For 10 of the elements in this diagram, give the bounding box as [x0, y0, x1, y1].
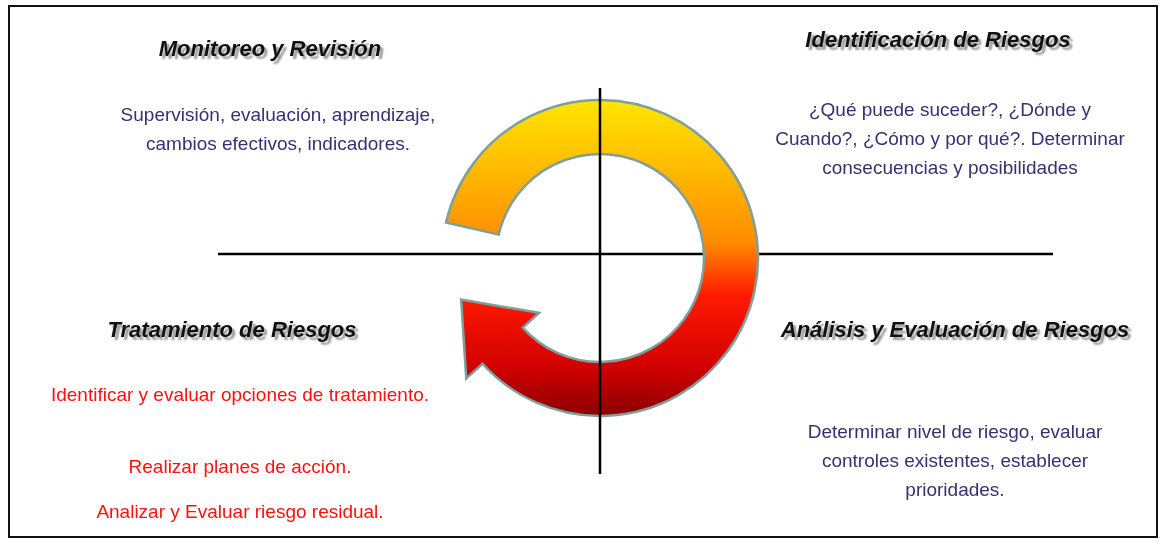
quadrant-heading: Tratamiento de Riesgos: [106, 316, 358, 344]
quadrant-heading: Identificación de Riesgos: [804, 26, 1072, 54]
quadrant-description: Determinar nivel de riesgo, evaluar controles existentes, establecer prioridades.: [806, 420, 1104, 502]
quadrant-description: Realizar planes de acción.: [127, 455, 353, 479]
quadrant-description: Analizar y Evaluar riesgo residual.: [95, 500, 385, 524]
quadrant-description: Identificar y evaluar opciones de tratamiento.: [50, 383, 430, 407]
quadrant-description: Supervisión, evaluación, aprendizaje, cambios efectivos, indicadores.: [119, 103, 437, 156]
quadrant-description: ¿Qué puede suceder?, ¿Dónde y Cuando?, ¿Cómo y por qué?. Determinar consecuencias y posibilidades: [774, 98, 1126, 180]
quadrant-heading: Análisis y Evaluación de Riesgos: [779, 316, 1131, 344]
quadrant-heading: Monitoreo y Revisión: [157, 35, 383, 63]
